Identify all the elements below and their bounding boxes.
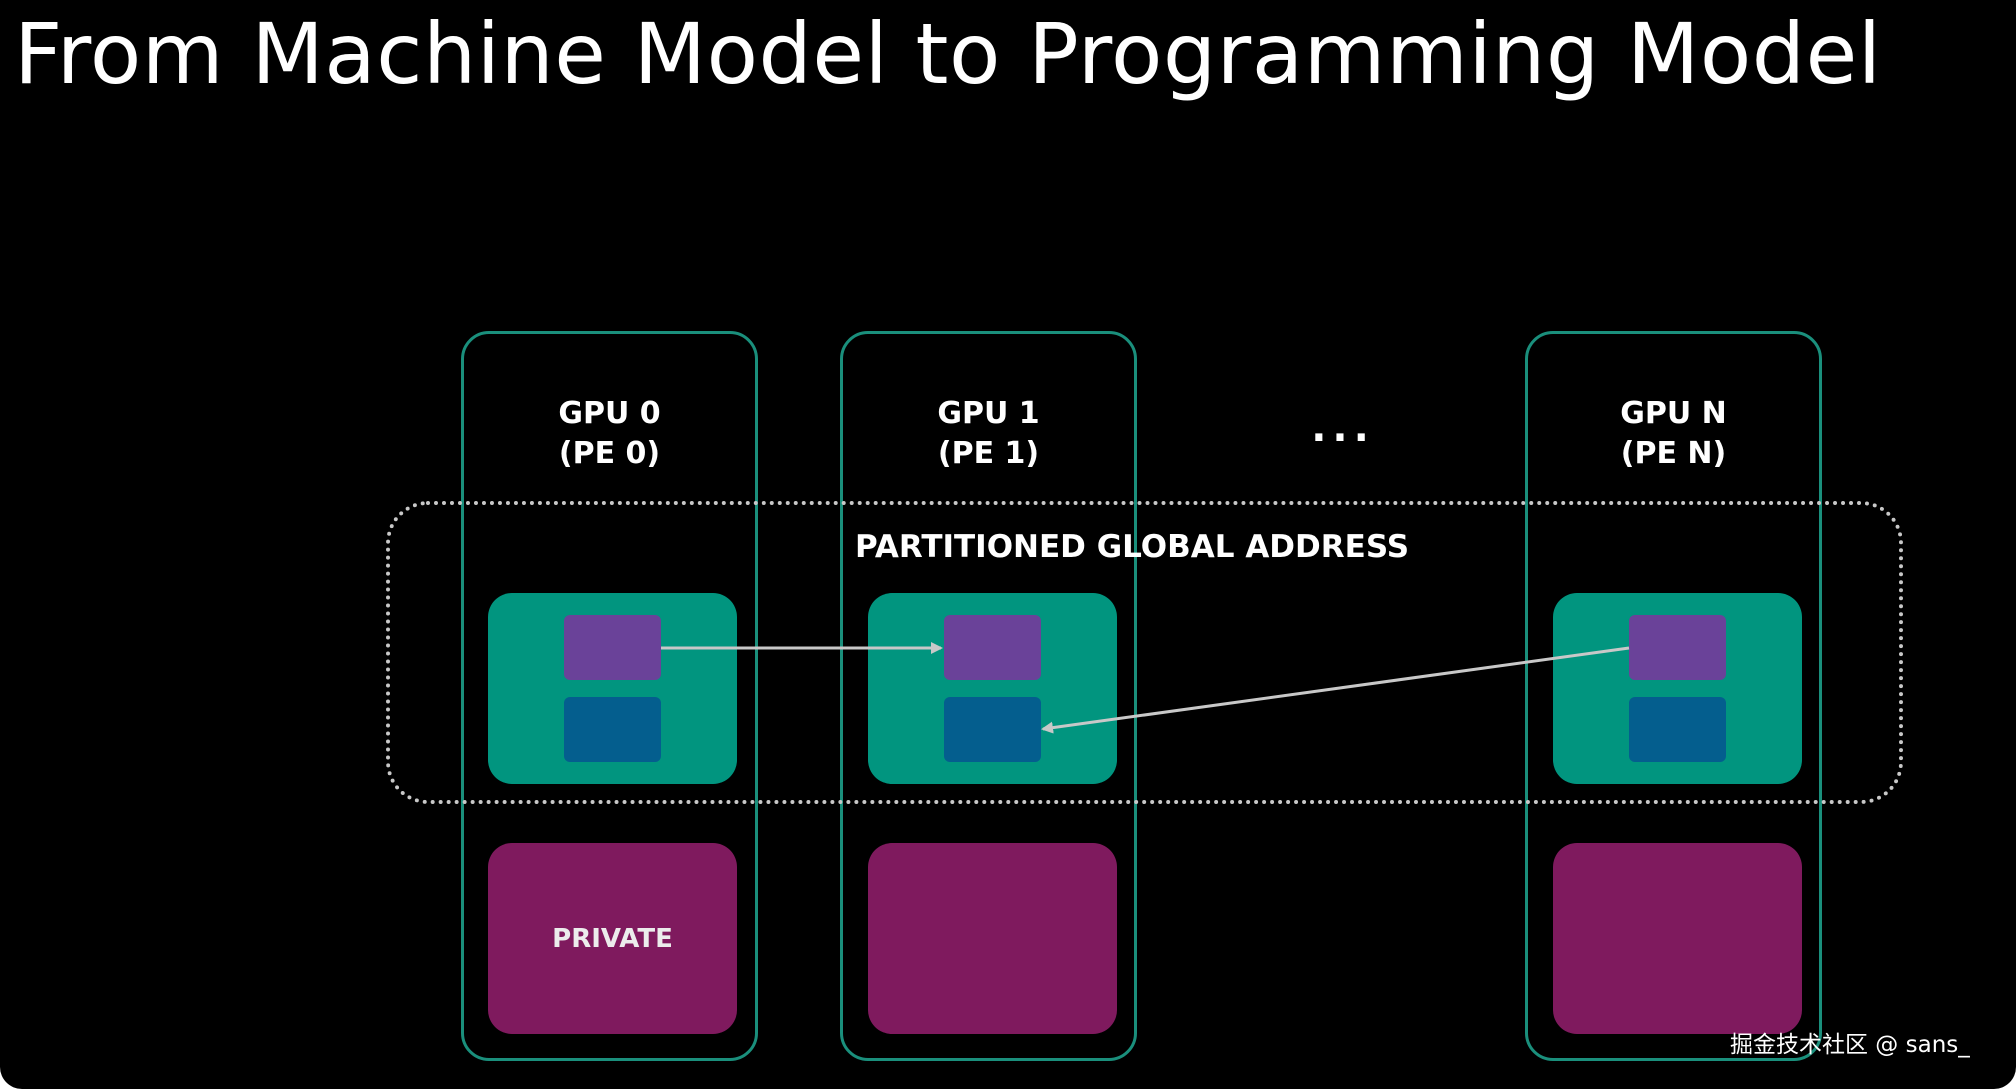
gpu-0-symmetric-memory	[488, 593, 737, 784]
watermark: 掘金技术社区 @ sans_	[1730, 1032, 1970, 1058]
gpu-1-pe: (PE 1)	[937, 436, 1040, 471]
gpu-1-label: GPU 1 (PE 1)	[843, 394, 1134, 474]
partitioned-global-address-label: PARTITIONED GLOBAL ADDRESS	[855, 529, 1410, 565]
gpu-1-private-memory	[868, 843, 1117, 1034]
gpu-n-blue-buffer	[1629, 697, 1726, 762]
gpu-1-blue-buffer	[944, 697, 1041, 762]
gpu-n-pe: (PE N)	[1620, 436, 1727, 471]
gpu-1-purple-buffer	[944, 615, 1041, 680]
slide-title: From Machine Model to Programming Model	[14, 5, 1882, 103]
gpu-n-symmetric-memory	[1553, 593, 1802, 784]
gpu-0-blue-buffer	[564, 697, 661, 762]
gpu-0-name: GPU 0	[558, 396, 661, 431]
ellipsis: ...	[1311, 405, 1375, 451]
gpu-0-purple-buffer	[564, 615, 661, 680]
gpu-n-label: GPU N (PE N)	[1528, 394, 1819, 474]
gpu-0-pe: (PE 0)	[558, 436, 661, 471]
gpu-0-private-memory: PRIVATE	[488, 843, 737, 1034]
gpu-1-symmetric-memory	[868, 593, 1117, 784]
gpu-n-purple-buffer	[1629, 615, 1726, 680]
gpu-1-name: GPU 1	[937, 396, 1040, 431]
private-label: PRIVATE	[552, 923, 673, 954]
gpu-0-label: GPU 0 (PE 0)	[464, 394, 755, 474]
gpu-n-private-memory	[1553, 843, 1802, 1034]
gpu-n-name: GPU N	[1620, 396, 1727, 431]
partitioned-global-address-region	[386, 501, 1903, 804]
gpu-0-column: GPU 0 (PE 0)	[461, 331, 758, 1061]
